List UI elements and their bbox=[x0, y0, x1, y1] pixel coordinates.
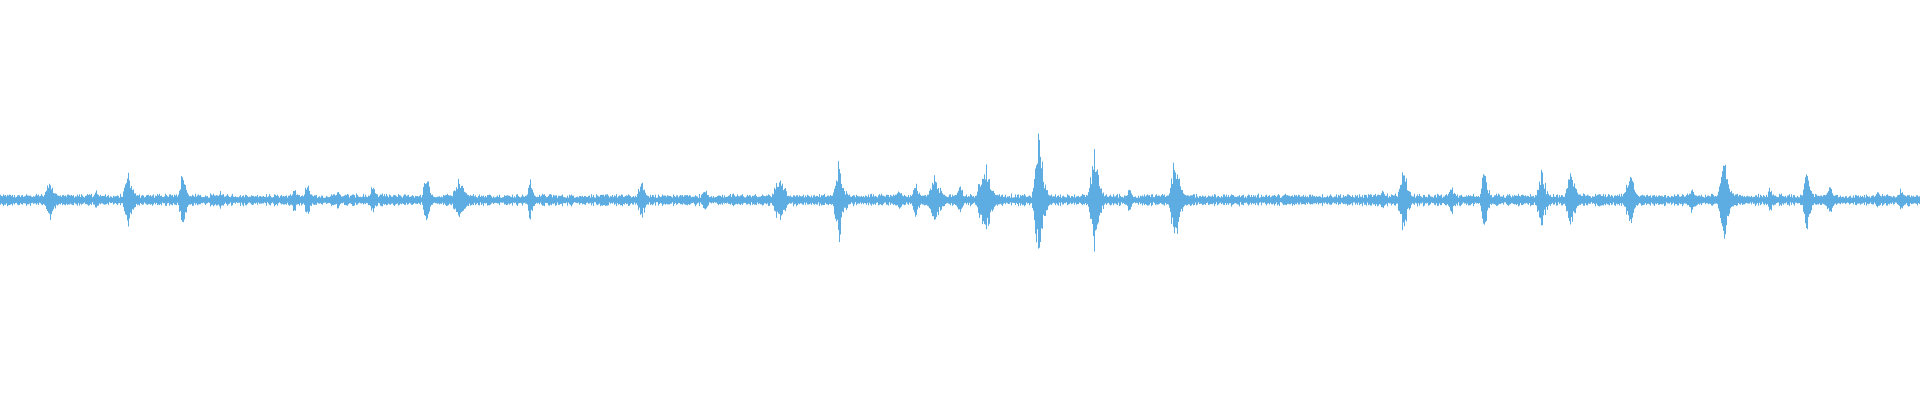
waveform-samples bbox=[0, 133, 1920, 252]
waveform-trace bbox=[0, 133, 1920, 252]
